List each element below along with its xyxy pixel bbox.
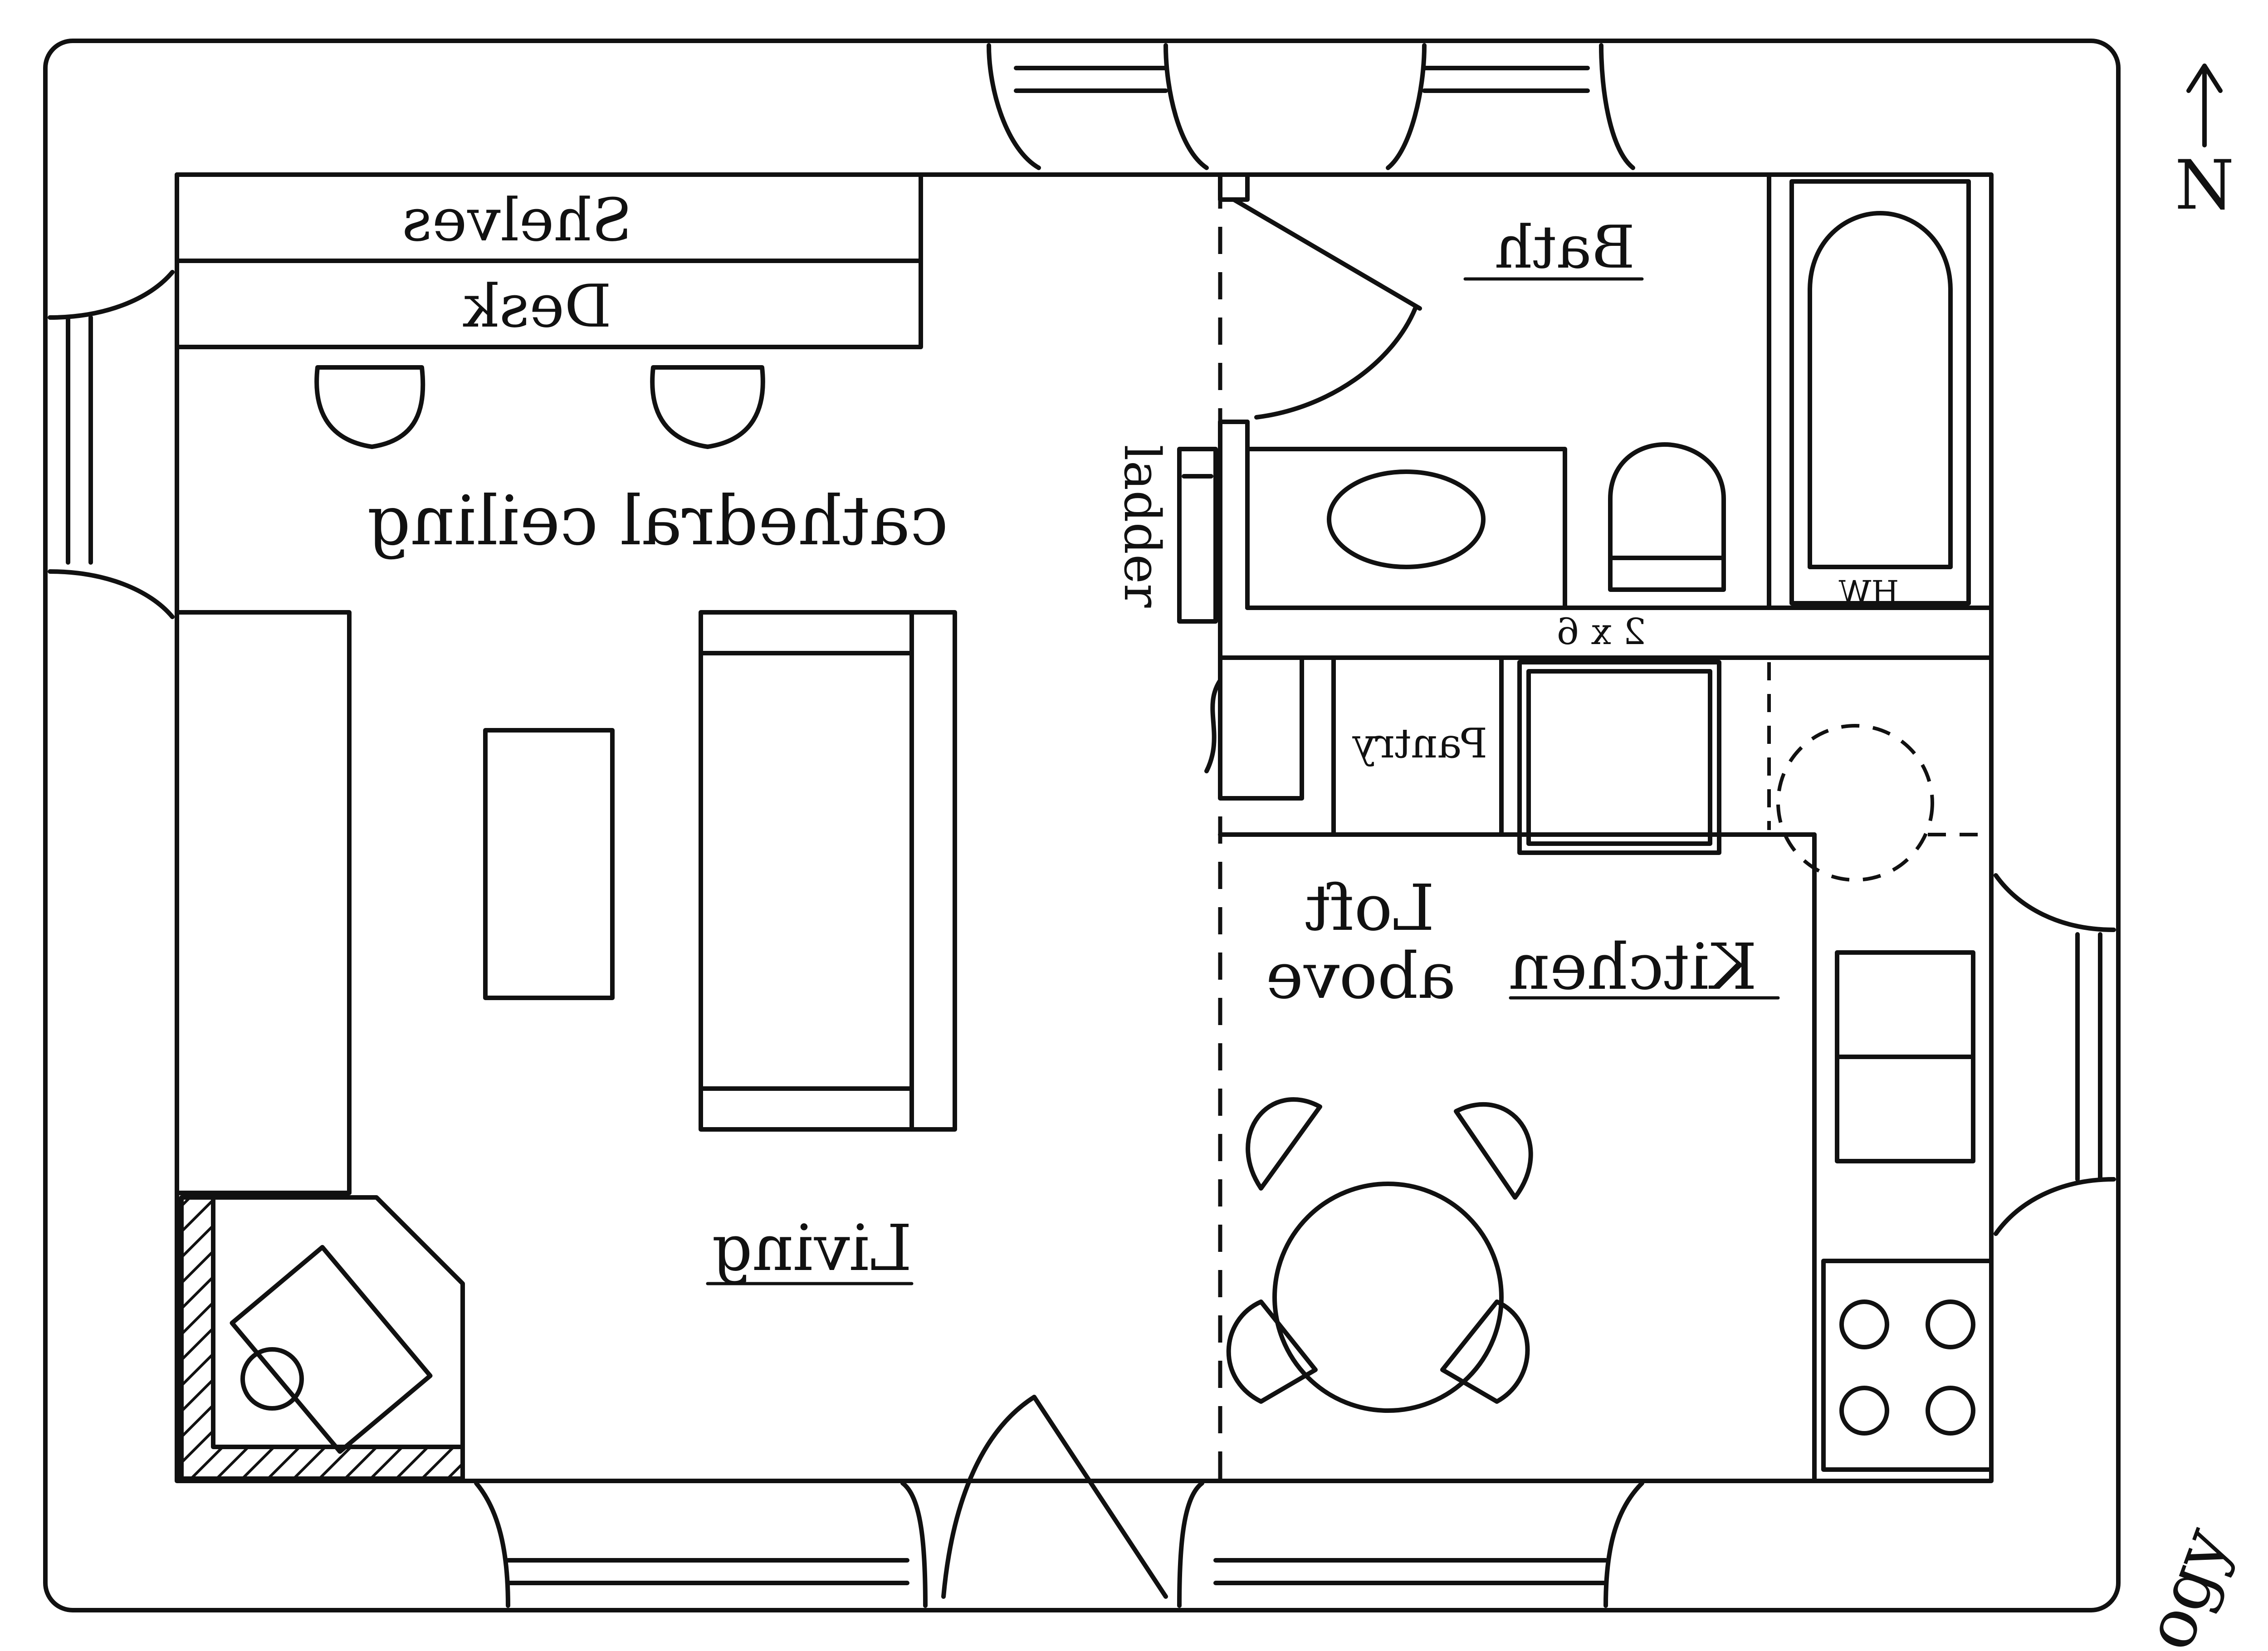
coffee-table (483, 728, 615, 1000)
above-label: above (1266, 939, 1456, 1013)
window-south-right (1213, 1481, 1644, 1608)
bath-door (1232, 197, 1422, 420)
bathtub (1789, 179, 1971, 606)
wood-stove (179, 1195, 465, 1481)
sink (1327, 469, 1486, 569)
desk-label: Desk (463, 272, 611, 341)
door-south (900, 1395, 1204, 1608)
north-arrow (2186, 64, 2223, 147)
ladder-label: ladder (1113, 444, 1171, 608)
bath-label: Bath (1495, 213, 1635, 282)
ceiling-label: cathedral ceiling (367, 482, 948, 561)
lumber-label: 2 x 6 (1556, 611, 1646, 653)
vanity (1245, 447, 1567, 610)
kitchen-label: Kitchen (1509, 930, 1757, 1004)
outer-wall (43, 39, 2121, 1612)
water-heater-label: HW (1838, 574, 1899, 611)
desk-chair-right (650, 365, 765, 449)
loft-label: Loft (1305, 871, 1434, 945)
pantry-label: Pantry (1352, 720, 1487, 767)
kitchen-sink (1835, 950, 1975, 1163)
toilet (1608, 442, 1726, 592)
kitchen-stove (1821, 1259, 1994, 1472)
ladder (1177, 447, 1218, 624)
shelves-label: Shelves (402, 186, 632, 254)
window-west (48, 270, 175, 619)
desk-unit (175, 259, 923, 349)
dining-chairs (1226, 1097, 1533, 1404)
window-south-left (474, 1481, 909, 1608)
north-label: N (2175, 146, 2234, 225)
refrigerator (1517, 660, 1721, 855)
desk-chair-left (314, 365, 425, 449)
built-in-bench (175, 610, 352, 1195)
signature: ogy (2129, 1517, 2245, 1651)
window-east (1994, 873, 2116, 1236)
window-north-left (987, 43, 1209, 170)
window-north-right (1386, 43, 1635, 170)
living-label: Living (712, 1211, 912, 1285)
dining-table (1272, 1182, 1504, 1413)
washer-outline (1776, 724, 1934, 882)
sofa (699, 610, 957, 1132)
pantry-area (1204, 655, 1817, 837)
